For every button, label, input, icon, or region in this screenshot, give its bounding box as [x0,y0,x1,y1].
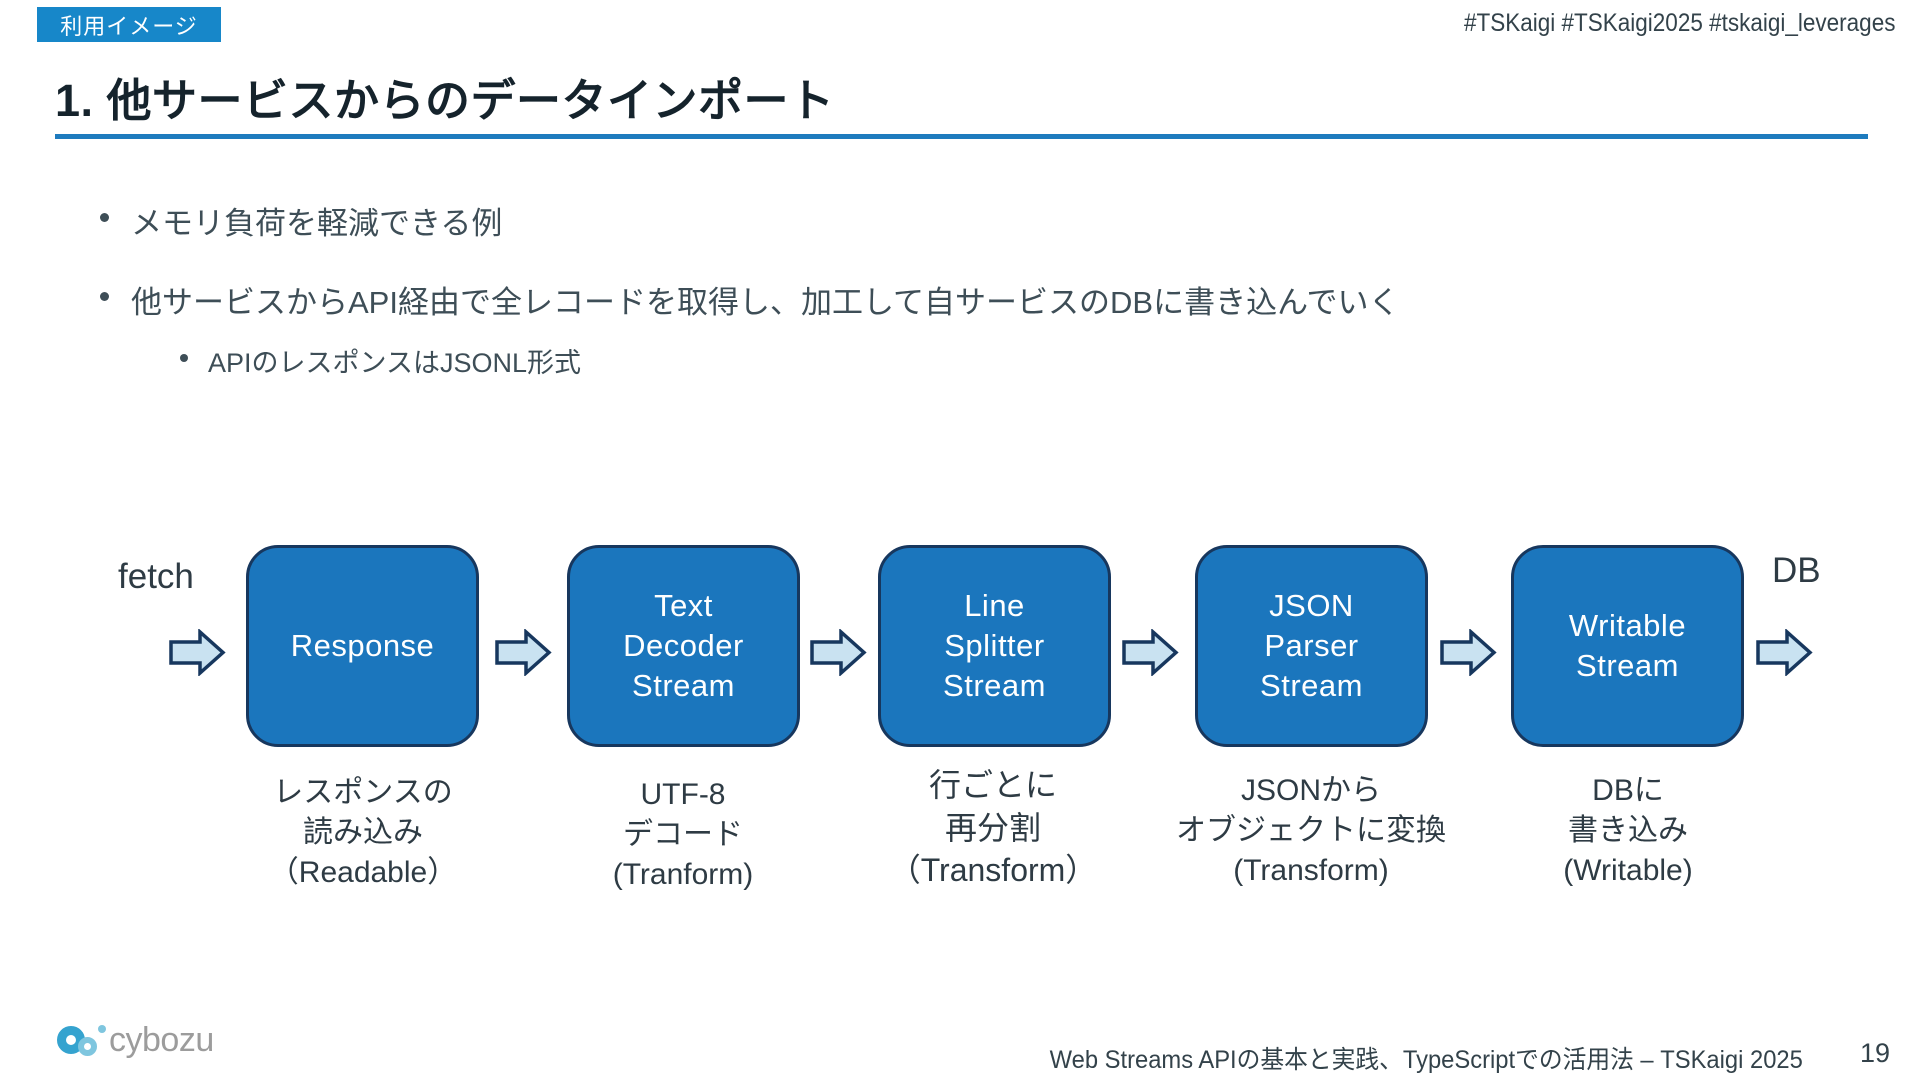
bullet-item-1: メモリ負荷を軽減できる例 [100,198,502,243]
node-label: JSON Parser Stream [1260,587,1363,704]
flow-arrow-icon [1122,629,1179,676]
hashtags-text: #TSKaigi #TSKaigi2025 #tskaigi_leverages [1463,9,1895,37]
stream-pipeline-diagram: fetch DB Response Text Decoder Stream Li… [0,545,1920,945]
flow-arrow-icon [1756,629,1813,676]
diagram-node-response: Response [246,545,479,747]
node-caption-writable: DBに 書き込み (Writable) [1563,774,1693,887]
bullet-dot [180,354,188,362]
logo-circle-icon [78,1037,97,1056]
bullet-text: APIのレスポンスはJSONL形式 [208,348,582,378]
flow-arrow-icon [169,629,226,676]
node-caption-json-parser: JSONから オブジェクトに変換 (Transform) [1176,774,1446,887]
diagram-node-line-splitter-stream: Line Splitter Stream [878,545,1111,747]
pipeline-input-label: fetch [118,557,194,596]
node-caption-line-splitter: 行ごとに 再分割 （Transform） [888,767,1098,889]
bullet-dot [100,292,109,301]
bullet-item-2: 他サービスからAPI経由で全レコードを取得し、加工して自サービスのDBに書き込ん… [100,277,1400,322]
pipeline-output-label: DB [1772,551,1821,590]
node-label: Line Splitter Stream [943,587,1046,704]
logo-wordmark: cybozu [109,1021,214,1059]
bullet-text: メモリ負荷を軽減できる例 [131,206,503,241]
flow-arrow-icon [810,629,867,676]
bullet-dot [100,213,109,222]
node-caption-response: レスポンスの 読み込み （Readable） [268,776,458,889]
node-caption-text-decoder: UTF-8 デコード (Tranform) [612,778,754,891]
logo-dot-icon [98,1025,106,1033]
flow-arrow-icon [1440,629,1497,676]
flow-arrow-icon [495,629,552,676]
node-label: Text Decoder Stream [623,587,744,704]
diagram-node-json-parser-stream: JSON Parser Stream [1195,545,1428,747]
bullet-text: 他サービスからAPI経由で全レコードを取得し、加工して自サービスのDBに書き込ん… [131,285,1400,320]
cybozu-logo: cybozu [57,1021,277,1075]
diagram-node-writable-stream: Writable Stream [1511,545,1744,747]
node-label: Writable Stream [1568,607,1687,683]
slide-title: 1. 他サービスからのデータインポート [55,75,835,126]
title-underline [55,134,1868,139]
deck-title: Web Streams APIの基本と実践、TypeScriptでの活用法 – … [1049,1046,1803,1074]
category-badge-label: 利用イメージ [60,13,198,39]
diagram-node-text-decoder-stream: Text Decoder Stream [567,545,800,747]
category-badge: 利用イメージ [37,7,221,42]
page-number: 19 [1859,1038,1890,1068]
node-label: Response [290,627,435,663]
bullet-subitem-1: APIのレスポンスはJSONL形式 [180,341,581,380]
